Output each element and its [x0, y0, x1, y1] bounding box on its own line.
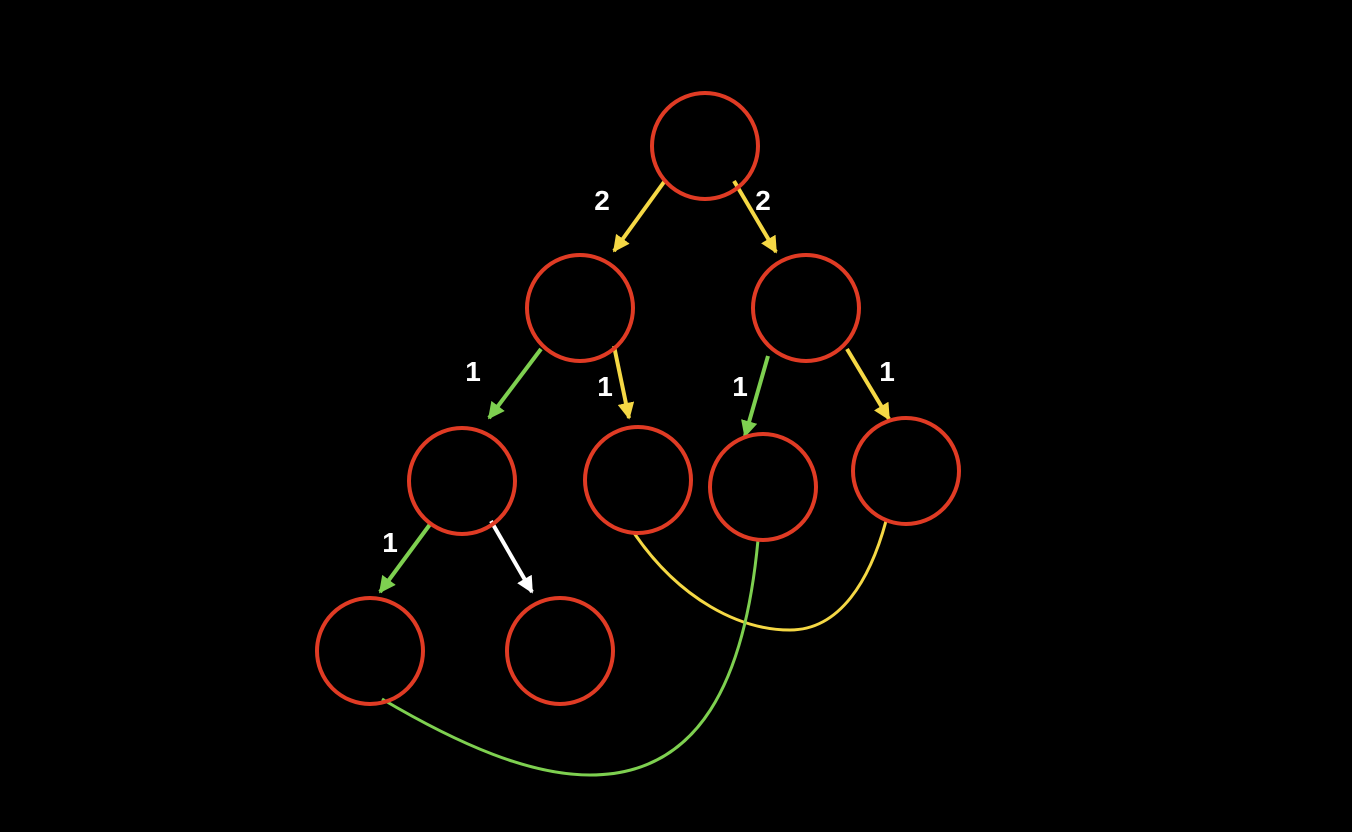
edge-n3-n7 — [378, 521, 433, 594]
edge-label-n1-n4: 1 — [597, 371, 613, 402]
edge-n0-n2 — [732, 179, 778, 254]
node-left-left-left — [315, 596, 425, 706]
node-left-left-right — [505, 596, 615, 706]
edge-label-n2-n6: 1 — [879, 356, 895, 387]
node-left-right — [583, 425, 693, 535]
edge-n0-n1 — [612, 180, 666, 253]
tree-nodes — [315, 91, 961, 706]
node-right-right — [851, 416, 961, 526]
edge-label-n0-n2: 2 — [755, 185, 771, 216]
edge-n1-n4 — [612, 345, 635, 420]
node-right-left — [708, 432, 818, 542]
tree-edges — [378, 179, 891, 594]
cross-links — [381, 520, 888, 777]
link-n7-n5 — [381, 539, 760, 777]
node-left — [525, 253, 635, 363]
edge-n2-n6 — [845, 347, 891, 421]
node-right — [751, 253, 861, 363]
edge-n2-n5 — [741, 355, 770, 438]
edge-labels: 2 2 1 1 1 1 1 — [382, 185, 895, 558]
edge-label-n0-n1: 2 — [594, 185, 610, 216]
edge-n1-n3 — [487, 347, 543, 420]
link-n4-n6 — [632, 520, 888, 632]
edge-label-n2-n5: 1 — [732, 371, 748, 402]
node-left-left — [407, 426, 517, 536]
edge-n3-n8 — [489, 519, 534, 594]
edge-label-n3-n7: 1 — [382, 527, 398, 558]
edge-label-n1-n3: 1 — [465, 356, 481, 387]
node-root — [650, 91, 760, 201]
